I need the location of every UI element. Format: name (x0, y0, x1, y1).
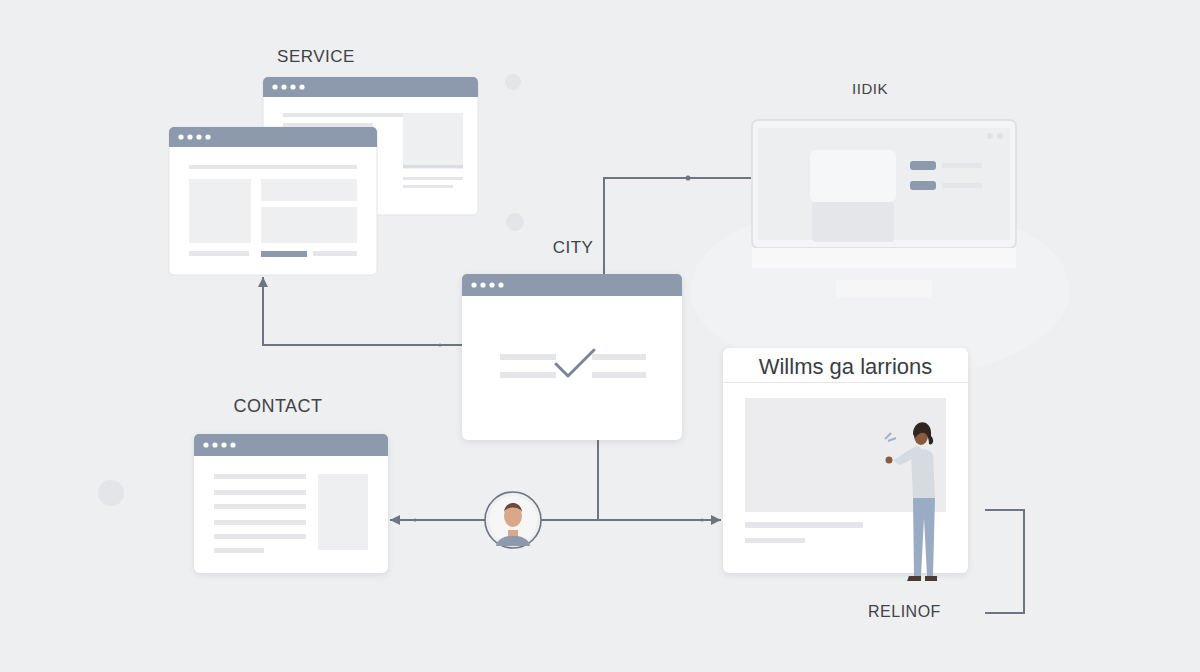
window-illustration (723, 348, 968, 573)
window-heading: CONTACT (233, 396, 322, 416)
connector (604, 176, 752, 275)
deco-dot (505, 74, 521, 90)
window-group: IIDIK (752, 120, 1016, 300)
leader-line (985, 510, 1024, 613)
window-title: Willms ga larrions (759, 354, 933, 379)
text-holder: SERVICE (277, 47, 355, 67)
text-holder: CITY (553, 238, 594, 258)
avatar-icon (485, 492, 541, 548)
window-illustration (752, 120, 1016, 300)
browser-window: CONTACT (194, 434, 388, 573)
window-heading: SERVICE (277, 47, 355, 66)
window-illustration (194, 434, 388, 573)
connector (258, 277, 462, 345)
figure-label: RELINOF (868, 603, 941, 621)
connector (598, 440, 721, 525)
person-figure (885, 422, 937, 581)
browser-window: CITY (462, 274, 682, 440)
text-holder: CONTACT (233, 396, 322, 417)
window-heading: CITY (553, 238, 594, 257)
window-illustration (462, 274, 682, 440)
text-holder: IIDIK (852, 80, 888, 98)
connector (390, 440, 598, 525)
window-group: SERVICE (169, 77, 478, 275)
deco-dot (98, 480, 124, 506)
browser-window: Willms ga larrions (723, 348, 968, 573)
text-holder: Willms ga larrions (723, 354, 968, 380)
window-heading: IIDIK (852, 80, 888, 97)
deco-dot (506, 213, 524, 231)
window-illustration (169, 77, 478, 275)
